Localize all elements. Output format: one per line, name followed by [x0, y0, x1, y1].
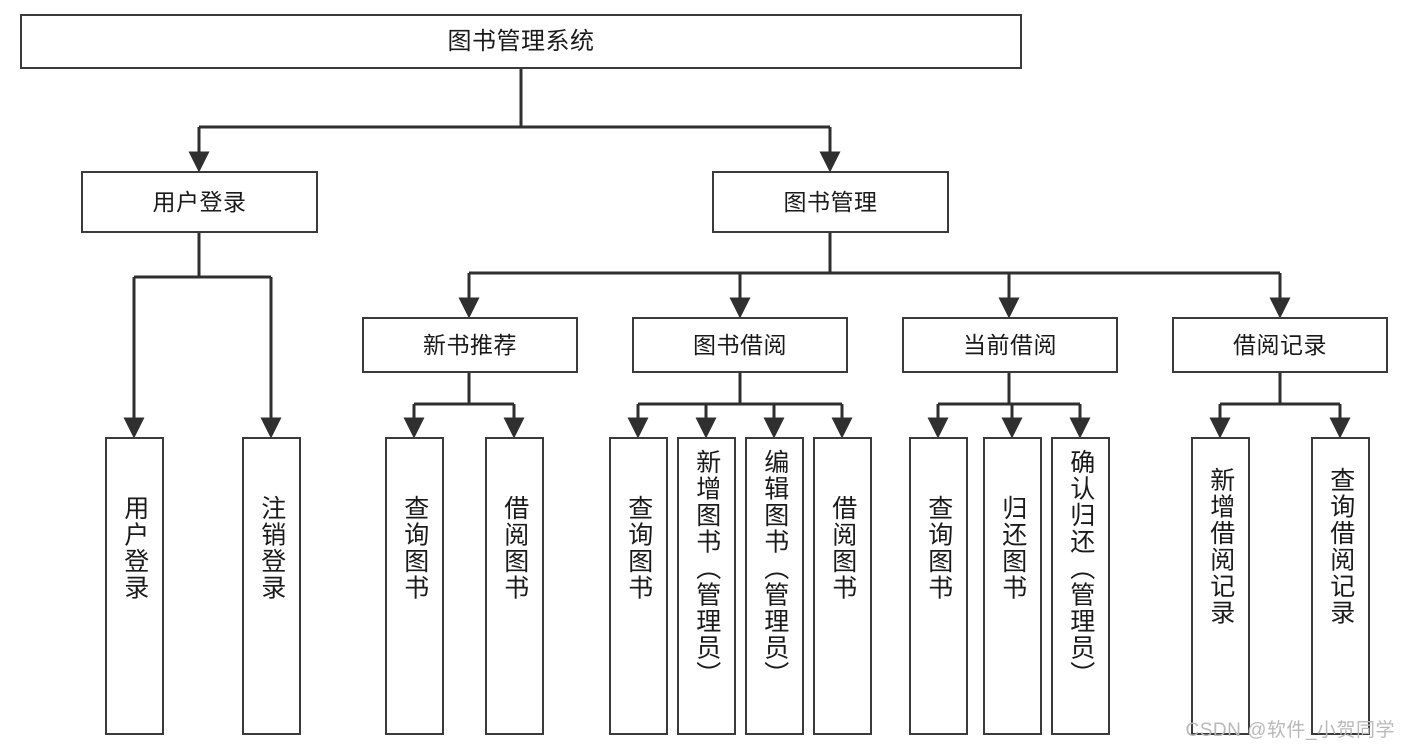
node-label: 借阅图书 [500, 495, 529, 601]
node-book-management[interactable]: 图书管理 [712, 171, 949, 233]
leaf-query-books-current[interactable]: 查询图书 [909, 437, 968, 735]
leaf-return-books[interactable]: 归还图书 [983, 437, 1042, 735]
node-label: 查询图书 [924, 495, 953, 601]
leaf-logout-login[interactable]: 注销登录 [242, 437, 301, 735]
node-label: 查询图书 [624, 495, 653, 601]
leaf-query-borrowing-record[interactable]: 查询借阅记录 [1311, 437, 1370, 735]
csdn-watermark: CSDN @软件_小贺同学 [1185, 720, 1395, 741]
node-label: 当前借阅 [963, 331, 1057, 358]
node-label: 归还图书 [998, 495, 1027, 601]
node-label: 新增借阅记录 [1206, 467, 1235, 626]
node-label: 用户登录 [152, 188, 247, 215]
node-label: 借阅图书 [828, 495, 857, 601]
node-label: 用户登录 [120, 495, 149, 601]
node-user-login[interactable]: 用户登录 [81, 171, 318, 233]
node-root-book-management-system[interactable]: 图书管理系统 [20, 14, 1022, 69]
leaf-edit-book-admin[interactable]: 编辑图书（管理员） [745, 437, 804, 735]
leaf-confirm-return-admin[interactable]: 确认归还（管理员） [1051, 437, 1110, 735]
leaf-query-books-newbook[interactable]: 查询图书 [385, 437, 444, 735]
node-label: 图书管理 [783, 188, 878, 215]
leaf-user-login[interactable]: 用户登录 [105, 437, 164, 735]
leaf-query-books-borrow[interactable]: 查询图书 [609, 437, 668, 735]
leaf-borrow-books-borrow[interactable]: 借阅图书 [813, 437, 872, 735]
node-new-book-recommendation[interactable]: 新书推荐 [362, 317, 578, 373]
node-label: 编辑图书（管理员） [760, 449, 789, 688]
node-label: 查询图书 [400, 495, 429, 601]
node-label: 注销登录 [257, 495, 286, 601]
node-borrowing-record[interactable]: 借阅记录 [1172, 317, 1388, 373]
leaf-borrow-books-newbook[interactable]: 借阅图书 [485, 437, 544, 735]
leaf-add-book-admin[interactable]: 新增图书（管理员） [677, 437, 736, 735]
node-book-borrowing[interactable]: 图书借阅 [632, 317, 848, 373]
node-label: 图书借阅 [693, 331, 787, 358]
node-current-borrowing[interactable]: 当前借阅 [902, 317, 1118, 373]
node-label: 借阅记录 [1233, 331, 1327, 358]
node-label: 图书管理系统 [447, 27, 595, 55]
node-label: 查询借阅记录 [1326, 467, 1355, 626]
leaf-add-borrowing-record[interactable]: 新增借阅记录 [1191, 437, 1250, 735]
node-label: 新书推荐 [423, 331, 517, 358]
node-label: 新增图书（管理员） [692, 449, 721, 688]
node-label: 确认归还（管理员） [1066, 449, 1095, 688]
